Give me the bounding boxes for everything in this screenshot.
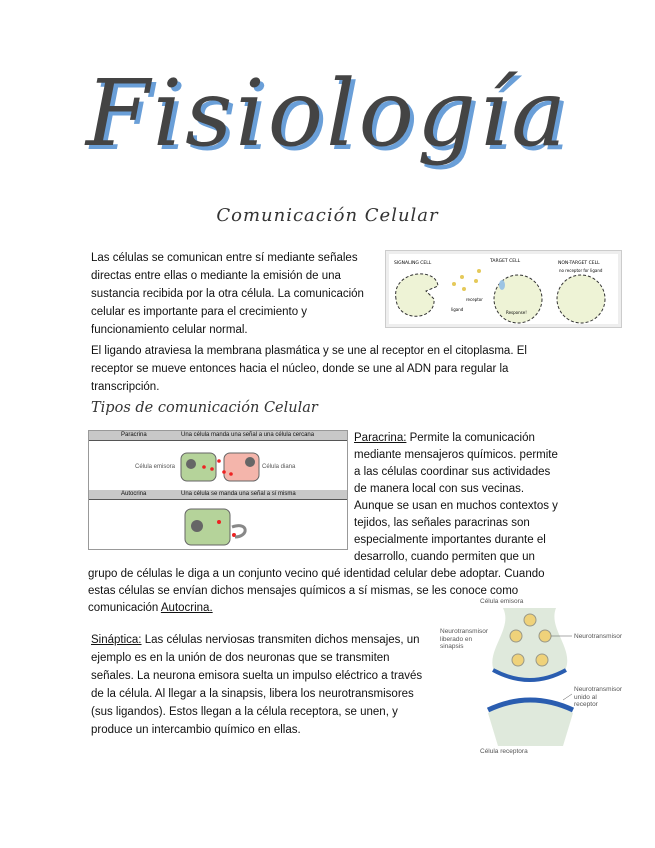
- figure-label: Neurotransmisor unido al receptor: [574, 686, 623, 708]
- figure-label: Neurotransmisor liberado en sinapsis: [440, 628, 489, 650]
- figure-label: Célula emisora: [480, 598, 524, 605]
- figure-label: ligand: [451, 307, 464, 312]
- autocrine-term: Autocrina.: [160, 602, 213, 614]
- synaptic-term: Sináptica:: [91, 634, 142, 646]
- content-flow: Paracrina Una célula manda una señal a un…: [88, 430, 566, 739]
- ligand-paragraph: El ligando atraviesa la membrana plasmát…: [91, 345, 527, 393]
- synaptic-paragraph: Sináptica: Las células nerviosas transmi…: [91, 631, 431, 739]
- figure-label: Neurotransmisor: [574, 633, 623, 640]
- figure-label: SIGNALING CELL: [394, 260, 432, 266]
- figure-label: Célula emisora: [135, 464, 176, 470]
- synaptic-text: Las células nerviosas transmiten dichos …: [91, 634, 423, 736]
- paracrine-term: Paracrina:: [354, 432, 407, 444]
- paracrine-text: Permite la comunicación mediante mensaje…: [88, 432, 558, 614]
- synapse-figure: Célula emisora Neurotransmisor liberado …: [440, 598, 622, 756]
- figure-label: Una célula se manda una señal a sí misma: [181, 491, 296, 497]
- figure-label: Response!: [506, 310, 527, 315]
- section-heading: Tipos de comunicación Celular: [91, 400, 318, 416]
- figure-label: NON-TARGET CELL: [558, 260, 600, 266]
- figure-label: Autocrina: [121, 491, 147, 497]
- page-subtitle: Comunicación Celular: [216, 205, 439, 226]
- cell-signaling-figure: SIGNALING CELL TARGET CELL NON-TARGET CE…: [385, 250, 622, 328]
- figure-label: receptor: [466, 297, 483, 302]
- intro-paragraph: Las células se comunican entre sí median…: [91, 252, 364, 336]
- figure-label: Una célula manda una señal a una célula …: [181, 432, 315, 438]
- figure-label: TARGET CELL: [489, 258, 521, 264]
- figure-label: Célula receptora: [480, 748, 528, 755]
- figure-label: Célula diana: [262, 464, 296, 470]
- page-title: Fisiología: [85, 60, 570, 167]
- figure-label: Paracrina: [121, 432, 147, 438]
- paracrine-autocrine-figure: Paracrina Una célula manda una señal a un…: [88, 430, 348, 550]
- figure-label: no receptor for ligand: [559, 268, 603, 273]
- paracrine-section: Paracrina Una célula manda una señal a un…: [88, 430, 566, 617]
